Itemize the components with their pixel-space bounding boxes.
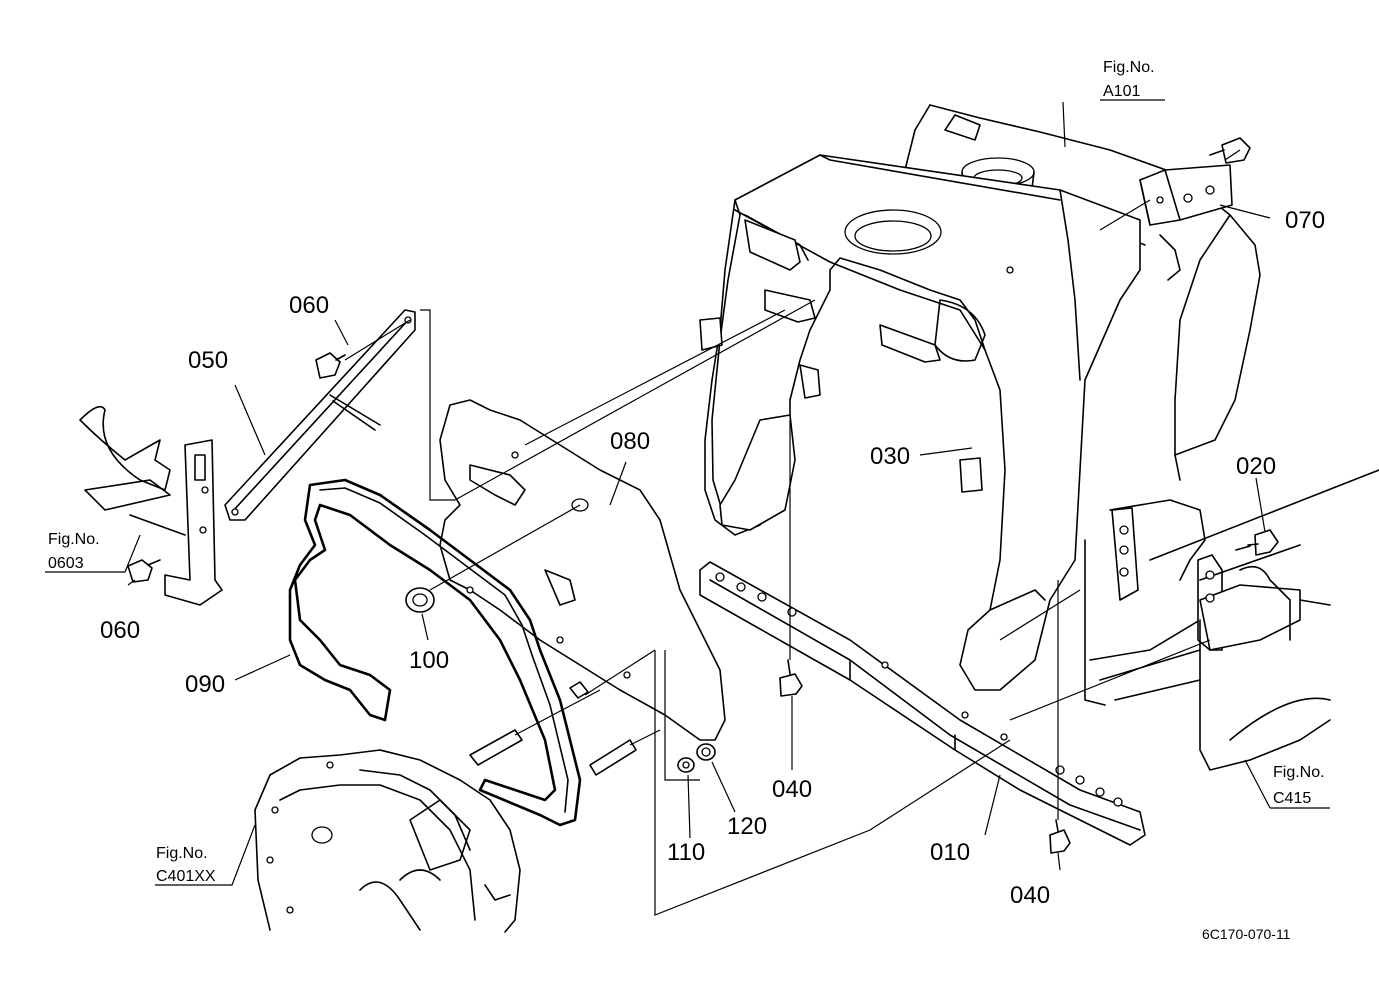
label-020: 020 xyxy=(1236,453,1276,480)
front-support-010-drawing xyxy=(699,561,1146,846)
bolt-060-lower-drawing xyxy=(127,559,161,583)
label-030: 030 xyxy=(870,443,910,470)
label-100: 100 xyxy=(409,647,449,674)
fig-ref-c401xx-prefix: Fig.No. xyxy=(156,845,208,862)
bolt-040-lower-drawing xyxy=(1049,819,1071,854)
bolt-040-upper-drawing xyxy=(779,659,803,697)
fig-ref-a101-prefix: Fig.No. xyxy=(1103,59,1155,76)
label-110: 110 xyxy=(667,839,705,866)
washer-110-drawing xyxy=(677,757,695,773)
grommet-100-drawing xyxy=(405,587,435,613)
drawing-code: 6C170-070-11 xyxy=(1202,926,1291,942)
bracket-070-drawing xyxy=(1139,137,1251,226)
label-060-upper: 060 xyxy=(289,292,329,319)
label-060-lower: 060 xyxy=(100,617,140,644)
label-leader-lines xyxy=(45,99,1330,886)
label-050: 050 xyxy=(188,347,228,374)
bolt-060-upper-drawing xyxy=(315,352,346,379)
label-040-upper: 040 xyxy=(772,776,812,803)
fig-ref-c401xx-code: C401XX xyxy=(156,868,216,885)
front-frame-030-drawing xyxy=(699,154,1141,691)
label-010: 010 xyxy=(930,839,970,866)
fig-ref-a101-code: A101 xyxy=(1103,83,1140,100)
frame-bracket-drawing xyxy=(1084,469,1379,771)
nut-120-drawing xyxy=(696,743,716,761)
stud-bolts-drawing xyxy=(469,681,637,776)
seal-090-drawing xyxy=(288,478,582,827)
assembly-guide-lines xyxy=(344,149,1241,916)
plate-080-drawing xyxy=(439,399,726,741)
label-040-lower: 040 xyxy=(1010,882,1050,909)
bolt-020-drawing xyxy=(1235,529,1279,556)
left-bracket-drawing xyxy=(79,405,223,606)
stay-050-drawing xyxy=(224,309,416,521)
fig-ref-0603-prefix: Fig.No. xyxy=(48,531,100,548)
fig-ref-c415-code: C415 xyxy=(1273,790,1311,807)
label-080: 080 xyxy=(610,428,650,455)
label-090: 090 xyxy=(185,671,225,698)
fig-ref-c415-prefix: Fig.No. xyxy=(1273,764,1325,781)
fig-ref-0603-code: 0603 xyxy=(48,555,84,572)
label-120: 120 xyxy=(727,813,767,840)
label-070: 070 xyxy=(1285,207,1325,234)
clutch-housing-drawing xyxy=(254,749,521,933)
